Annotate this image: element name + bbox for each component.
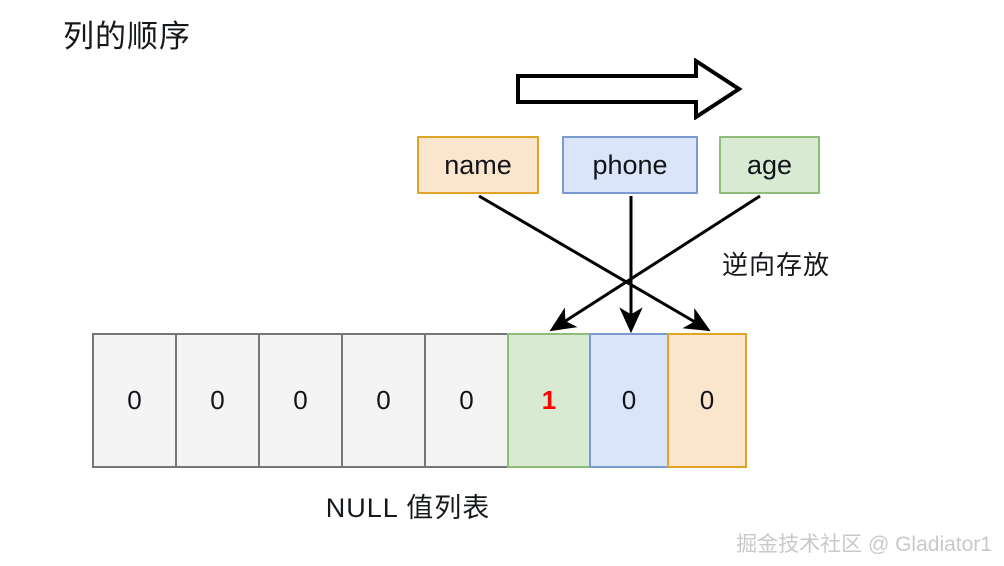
- connector-age-to-green-cell: [549, 194, 761, 332]
- right-block-arrow-icon: [516, 58, 743, 120]
- null-bitmap-strip: 0 0 0 0 0 1 0 0: [92, 333, 747, 468]
- bitmap-cell-age[interactable]: 1: [507, 333, 591, 468]
- column-box-name[interactable]: name: [417, 136, 539, 194]
- bitmap-cell-value: 0: [127, 385, 142, 415]
- bitmap-cell-value: 0: [293, 385, 308, 415]
- bitmap-cell[interactable]: 0: [424, 333, 509, 468]
- watermark: 掘金技术社区 @ Gladiator1: [736, 533, 992, 556]
- bitmap-cell[interactable]: 0: [341, 333, 426, 468]
- connector-name-to-orange-cell: [478, 194, 711, 332]
- bitmap-cell[interactable]: 0: [92, 333, 177, 468]
- bitmap-cell-value: 0: [621, 385, 637, 415]
- bitmap-cell-value: 0: [210, 385, 225, 415]
- bitmap-cell-value: 0: [459, 385, 474, 415]
- column-order-title: 列的顺序: [63, 19, 191, 54]
- bitmap-cell-name[interactable]: 0: [667, 333, 747, 468]
- bitmap-cell-value: 1: [541, 385, 557, 415]
- column-box-age-label: age: [746, 149, 793, 180]
- bitmap-cell-phone[interactable]: 0: [589, 333, 669, 468]
- column-box-phone-label: phone: [592, 149, 668, 180]
- column-box-age[interactable]: age: [719, 136, 820, 194]
- column-box-phone[interactable]: phone: [562, 136, 698, 194]
- column-box-name-label: name: [444, 149, 512, 180]
- bitmap-cell-value: 0: [376, 385, 391, 415]
- reverse-storage-label: 逆向存放: [722, 250, 831, 280]
- null-bitmap-caption: NULL 值列表: [325, 493, 491, 523]
- bitmap-cell[interactable]: 0: [175, 333, 260, 468]
- bitmap-cell-value: 0: [699, 385, 715, 415]
- bitmap-cell[interactable]: 0: [258, 333, 343, 468]
